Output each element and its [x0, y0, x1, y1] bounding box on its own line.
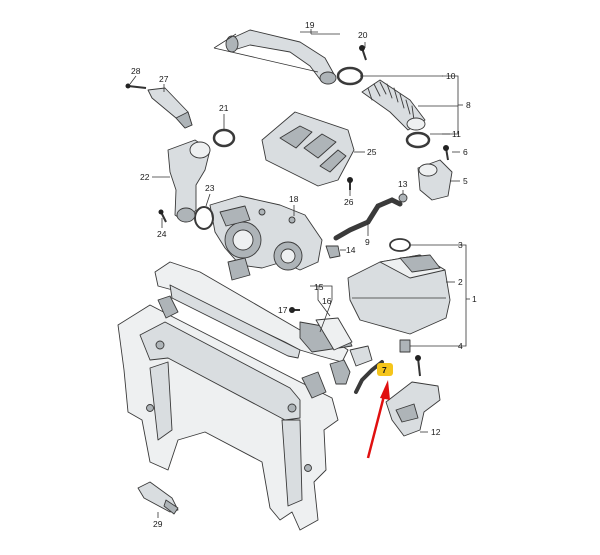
radiator-support-frame	[117, 295, 339, 531]
turbocharger	[209, 195, 323, 281]
bolt-28	[125, 83, 147, 89]
callout-8: 8	[466, 100, 471, 110]
callout-2: 2	[458, 277, 463, 287]
callout-3: 3	[458, 240, 463, 250]
callout-13: 13	[398, 179, 408, 189]
callout-4: 4	[458, 341, 463, 351]
nut-14	[325, 245, 341, 259]
charge-air-pipe	[167, 139, 211, 223]
highlighted-hose-7	[329, 359, 393, 394]
rubber-mount	[399, 339, 411, 353]
red-arrow	[366, 380, 390, 459]
callout-27: 27	[159, 74, 169, 84]
small-clip	[349, 345, 373, 367]
turbo-gasket	[194, 206, 214, 230]
callout-26: 26	[344, 197, 354, 207]
callout-28: 28	[131, 66, 141, 76]
callout-5: 5	[463, 176, 468, 186]
air-filter-housing	[347, 254, 451, 335]
callout-21: 21	[219, 103, 229, 113]
callout-16: 16	[322, 296, 332, 306]
intake-connector	[417, 159, 453, 201]
bolt-12-area	[415, 355, 421, 377]
check-valve	[398, 193, 408, 203]
callout-10: 10	[446, 71, 456, 81]
callout-labels: 19 20 10 8 11 6 5 13 9 14 3 2 1 4 25 26 …	[131, 20, 477, 529]
callout-15: 15	[314, 282, 324, 292]
gasket	[315, 317, 353, 351]
callout-22: 22	[140, 172, 150, 182]
bolt-6	[443, 145, 449, 161]
callout-12: 12	[431, 427, 441, 437]
bolt-20	[359, 45, 367, 61]
callout-19: 19	[305, 20, 315, 30]
hose-clamp-21	[212, 128, 236, 148]
pressure-sensor	[147, 87, 193, 129]
callout-6: 6	[463, 147, 468, 157]
leader-lines	[129, 29, 470, 518]
callout-25: 25	[367, 147, 377, 157]
seal-ring	[389, 238, 411, 252]
callout-23: 23	[205, 183, 215, 193]
callout-29: 29	[153, 519, 163, 529]
intake-manifold-cover	[261, 111, 355, 187]
callout-9: 9	[365, 237, 370, 247]
retaining-dowel	[137, 481, 179, 515]
callout-20: 20	[358, 30, 368, 40]
hose-clamp-11	[405, 131, 431, 149]
callout-14: 14	[346, 245, 356, 255]
mounting-bracket	[385, 381, 441, 437]
callout-17: 17	[278, 305, 288, 315]
callout-7: 7	[382, 365, 387, 375]
corrugated-hose	[361, 79, 426, 131]
callout-1: 1	[472, 294, 477, 304]
callout-highlight	[377, 363, 393, 376]
callout-24: 24	[157, 229, 167, 239]
bolt-26	[347, 177, 353, 190]
callout-11: 11	[452, 129, 461, 139]
upper-air-hose	[225, 29, 337, 85]
hose-clamp-10	[336, 66, 364, 86]
callout-18: 18	[289, 194, 299, 204]
bolt-24	[158, 209, 167, 223]
